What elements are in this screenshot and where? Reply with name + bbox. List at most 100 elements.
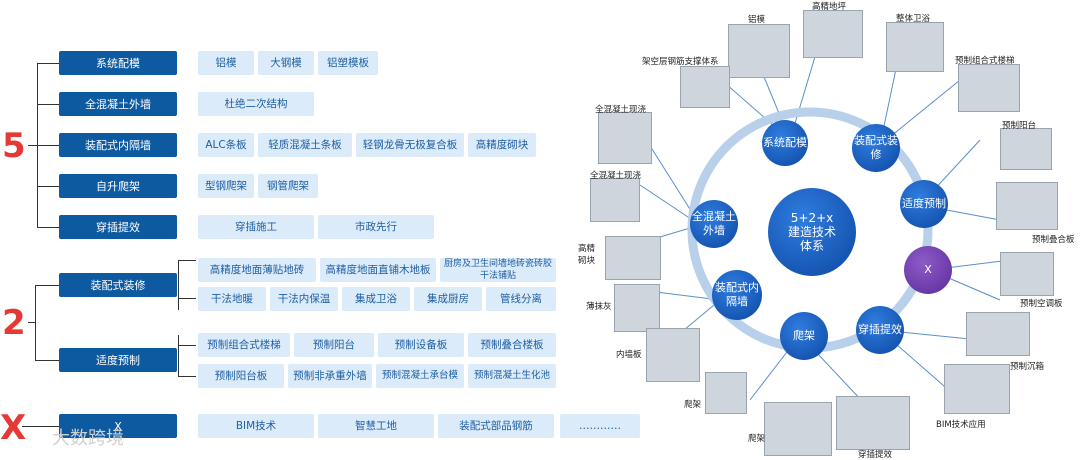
category-full-concrete-wall: 全混凝土外墙 [59,92,177,116]
item-pipeline-separation: 管线分离 [486,287,556,311]
category-prefab-decoration: 装配式装修 [59,273,177,297]
photo-label: 预制空调板 [1020,299,1063,309]
photo-label: 爬架 [748,434,766,444]
category-partition-wall: 装配式内隔墙 [59,133,177,157]
photo-label: 高精砌块 [578,244,596,266]
photo-label: 预制阳台 [1002,121,1037,131]
item-alc-panel: ALC条板 [198,133,254,157]
photo-concrete-2 [590,178,640,222]
photo-balcony [1000,128,1052,170]
photo-label: 爬架 [684,400,702,410]
photo-laminated [996,182,1058,230]
photo-label: 全混凝土现浇 [590,171,642,181]
photo-sink [966,312,1030,356]
tree-line [178,260,196,261]
category-system-formwork: 系统配模 [59,51,177,75]
item-prefab-laminated-slab: 预制叠合楼板 [468,333,556,357]
tree-line [37,186,59,187]
tree-line [35,285,59,286]
item-prefab-septic-tank: 预制混凝土生化池 [468,364,556,388]
item-integrated-kitchen: 集成厨房 [414,287,482,311]
node-climbing-frame: 爬架 [780,312,828,360]
category-moderate-prefab: 适度预制 [59,348,177,372]
node-x: X [904,246,952,294]
item-prefab-stair: 预制组合式楼梯 [198,333,290,357]
tree-line [35,360,59,361]
item-no-secondary-structure: 杜绝二次结构 [198,92,314,116]
item-prefab-cap-mold: 预制混凝土承台模 [376,364,464,388]
item-precision-block: 高精度砌块 [468,133,536,157]
photo-label: 预制沉箱 [1010,362,1045,372]
photo-inner-panel [646,328,700,382]
group-number-2: 2 [2,303,26,343]
group-number-5: 5 [2,126,26,166]
item-bim: BIM技术 [198,414,314,438]
item-prefab-nonbearing-wall: 预制非承重外墙 [288,364,372,388]
photo-label: 整体卫浴 [896,14,931,24]
item-pipe-climbing-frame: 钢管爬架 [258,174,318,198]
item-more: ………… [560,414,640,438]
node-prefab-decoration: 装配式装修 [852,124,900,172]
item-prefab-balcony-panel: 预制阳台板 [198,364,284,388]
tree-line [22,426,59,427]
item-steel-climbing-frame: 型钢爬架 [198,174,254,198]
item-large-steel-formwork: 大钢模 [258,51,314,75]
photo-plaster [614,284,660,332]
category-interleaved-efficiency: 穿插提效 [59,215,177,239]
tree-line [37,227,59,228]
item-dry-floor-heating: 干法地暖 [198,287,266,311]
tree-line [35,285,36,360]
item-municipal-first: 市政先行 [318,215,434,239]
item-smart-site: 智慧工地 [318,414,434,438]
photo-concrete-1 [598,112,652,164]
photo-label: 铝模 [748,15,766,25]
item-prefab-rebar: 装配式部品钢筋 [438,414,554,438]
watermark: 大数跨境 [52,428,124,449]
node-concrete-wall: 全混凝土外墙 [690,200,738,248]
photo-support [680,66,730,108]
tree-line [37,104,59,105]
item-floor-thin-tile: 高精度地面薄贴地砖 [198,258,316,282]
node-partition-wall: 装配式内隔墙 [712,270,762,320]
item-aluminum-formwork: 铝模 [198,51,254,75]
tree-line [178,298,196,299]
photo-label: 预制组合式楼梯 [955,56,1015,66]
node-interleaved: 穿插提效 [856,306,904,354]
item-integrated-bath: 集成卫浴 [342,287,410,311]
item-kitchen-bath-tile: 厨房及卫生间墙地砖瓷砖胶干法铺贴 [440,258,556,282]
item-interleaved-construction: 穿插施工 [198,215,314,239]
node-moderate-prefab: 适度预制 [900,180,948,228]
photo-block [605,236,661,280]
photo-climbing-1 [705,372,747,414]
tree-line [178,345,196,346]
photo-label: 预制叠合板 [1032,235,1075,245]
photo-bath [886,22,944,72]
tree-line [28,145,38,146]
photo-climbing-2 [764,402,832,456]
item-light-steel-keel-panel: 轻钢龙骨无极复合板 [356,133,464,157]
item-dry-insulation: 干法内保温 [270,287,338,311]
tree-line [28,322,36,323]
node-system-formwork: 系统配模 [762,120,808,166]
photo-label: 全混凝土现浇 [595,105,647,115]
category-x: X [59,414,177,438]
photo-label: 高精地坪 [812,2,847,12]
tree-line [37,63,59,64]
photo-stair [958,64,1020,112]
item-prefab-balcony: 预制阳台 [294,333,374,357]
photo-label: 内墙板 [616,350,642,360]
tree-line [178,335,179,377]
photo-interleaved [836,396,910,450]
center-node: 5+2+x 建造技术 体系 [768,188,856,276]
tree-line [178,376,196,377]
category-climbing-frame: 自升爬架 [59,174,177,198]
tree-line [37,145,59,146]
photo-label: 架空层钢筋支撑体系 [642,57,719,67]
tree-line [178,260,179,310]
item-floor-wood: 高精度地面直铺木地板 [320,258,436,282]
photo-label: 穿插提效 [858,450,893,460]
photo-floor [803,10,863,58]
photo-label: 薄抹灰 [586,302,612,312]
photo-bim [944,364,1010,414]
group-number-x: X [0,408,27,448]
